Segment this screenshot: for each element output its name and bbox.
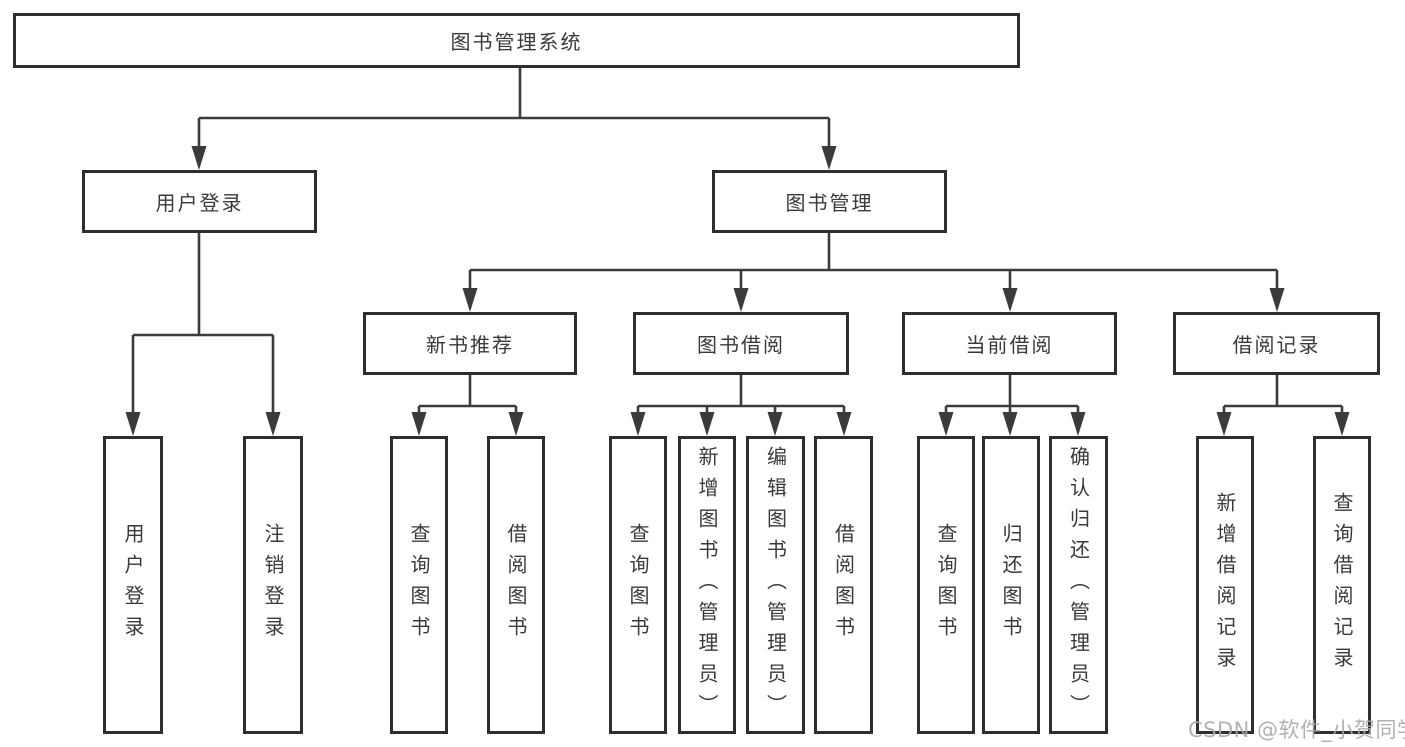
node-bb-edit-books-admin: 编辑图书（管理员） [746,436,805,734]
node-label: 查询图书 [626,523,650,647]
node-label: 借阅图书 [504,523,528,647]
node-label: 图书借阅 [697,333,785,357]
node-label: 借阅图书 [831,523,856,647]
connector-current-borrow-branch [944,375,1080,432]
node-label: 新增借阅记录 [1213,492,1237,678]
connector-user-login-branch [131,233,275,432]
node-br-query-record: 查询借阅记录 [1313,436,1371,734]
node-label: 确认归还（管理员） [1066,445,1091,725]
node-bb-borrow-books: 借阅图书 [814,436,873,734]
node-label: 新书推荐 [426,333,514,357]
node-current-borrowing: 当前借阅 [902,312,1117,375]
node-cb-query-books: 查询图书 [917,436,975,734]
node-nb-borrow-books: 借阅图书 [487,436,545,734]
node-label: 图书管理系统 [450,30,583,54]
node-user-login-action: 用户登录 [103,436,163,734]
node-book-borrowing: 图书借阅 [633,312,849,375]
node-bb-query-books: 查询图书 [609,436,667,734]
node-new-book-recommend: 新书推荐 [363,312,577,375]
node-borrowing-records: 借阅记录 [1173,312,1380,375]
node-cb-confirm-return-admin: 确认归还（管理员） [1049,436,1108,734]
node-label: 查询图书 [934,523,958,647]
node-cb-return-books: 归还图书 [982,436,1040,734]
node-label: 用户登录 [155,191,244,215]
node-label: 图书管理 [785,191,874,215]
node-user-login: 用户登录 [82,170,317,233]
node-label: 借阅记录 [1232,333,1321,357]
connector-borrow-records-branch [1222,375,1344,432]
connector-book-borrow-branch [636,375,846,432]
node-label: 用户登录 [121,523,145,647]
node-label: 归还图书 [999,523,1023,647]
node-book-management: 图书管理 [712,170,947,233]
connector-book-management-branch [468,233,1279,308]
node-label: 查询图书 [407,523,431,647]
node-root: 图书管理系统 [13,13,1020,68]
node-label: 新增图书（管理员） [695,445,719,725]
node-nb-query-books: 查询图书 [390,436,448,734]
connector-new-book-branch [417,375,518,432]
node-logout-action: 注销登录 [243,436,303,734]
node-label: 当前借阅 [965,333,1054,357]
connector-root-to-level2 [197,68,831,166]
node-bb-add-books-admin: 新增图书（管理员） [678,436,736,734]
node-label: 编辑图书（管理员） [763,445,788,725]
csdn-watermark: CSDN @软件_小贺同学 [1188,718,1405,742]
node-label: 注销登录 [261,523,285,647]
node-label: 查询借阅记录 [1330,492,1354,678]
node-br-add-record: 新增借阅记录 [1196,436,1254,734]
